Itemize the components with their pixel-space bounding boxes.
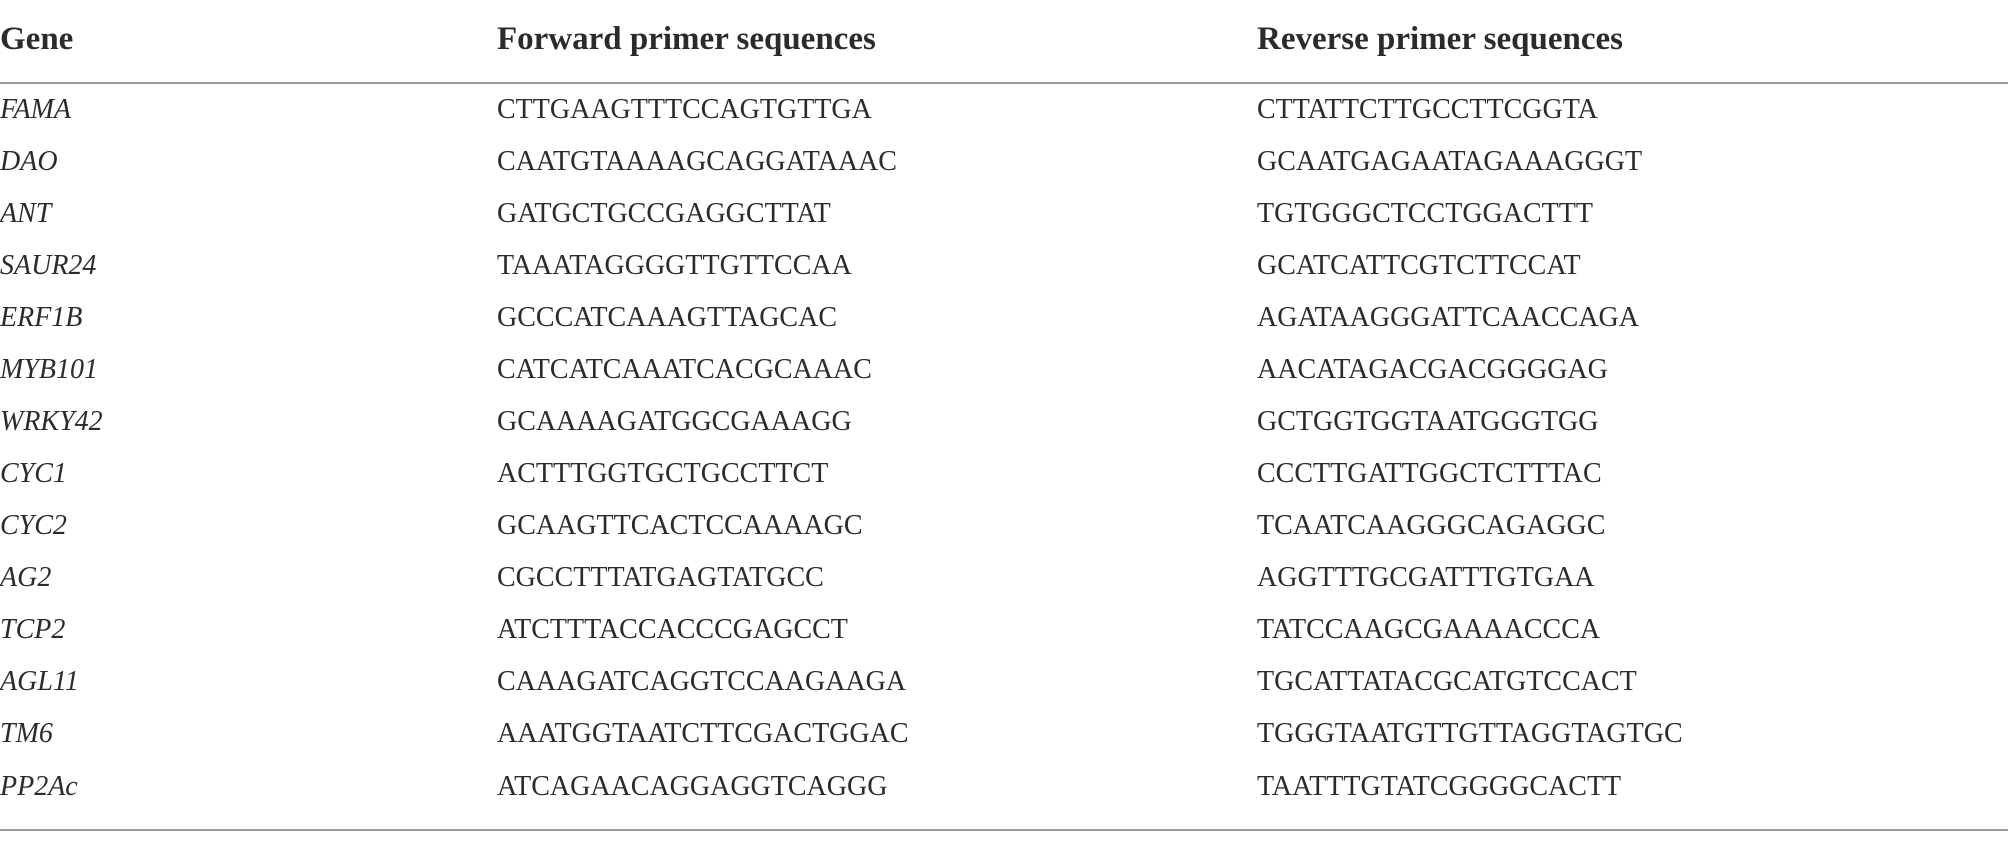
- forward-primer-cell: GCCCATCAAAGTTAGCAC: [497, 302, 838, 333]
- forward-primer-cell: TAAATAGGGGTTGTTCCAA: [497, 250, 852, 281]
- table-row: FAMA CTTGAAGTTTCCAGTGTTGA CTTATTCTTGCCTTCG…: [0, 83, 2008, 136]
- primer-table: Gene Forward primer sequences Reverse pr…: [0, 0, 2008, 814]
- gene-cell: WRKY42: [0, 406, 103, 437]
- reverse-primer-cell: AGATAAGGGATTCAACCAGA: [1257, 302, 1639, 333]
- gene-cell: TCP2: [0, 614, 66, 645]
- gene-cell: SAUR24: [0, 250, 97, 281]
- table-row: TCP2 ATCTTTACCACCCGAGCCT TATCCAAGCGAAAACCC…: [0, 604, 2008, 656]
- table-row: WRKY42 GCAAAAGATGGCGAAAGG GCTGGTGGTAATGGGT…: [0, 396, 2008, 448]
- reverse-primer-cell: GCATCATTCGTCTTCCAT: [1257, 250, 1581, 281]
- table-bottom-rule: [0, 829, 2008, 831]
- reverse-primer-cell: TGTGGGCTCCTGGACTTT: [1257, 198, 1593, 229]
- forward-primer-cell: CATCATCAAATCACGCAAAC: [497, 354, 872, 385]
- table-row: ERF1B GCCCATCAAAGTTAGCAC AGATAAGGGATTCAACC…: [0, 292, 2008, 344]
- header-forward-primer: Forward primer sequences: [497, 0, 1257, 84]
- header-reverse-primer: Reverse primer sequences: [1257, 0, 2008, 84]
- gene-cell: MYB101: [0, 354, 98, 385]
- reverse-primer-cell: TGCATTATACGCATGTCCACT: [1257, 666, 1637, 697]
- reverse-primer-cell: AACATAGACGACGGGGAG: [1257, 354, 1608, 385]
- forward-primer-cell: CAATGTAAAAGCAGGATAAAC: [497, 146, 897, 177]
- forward-primer-cell: GCAAAAGATGGCGAAAGG: [497, 406, 852, 437]
- reverse-primer-cell: TCAATCAAGGGCAGAGGC: [1257, 510, 1606, 541]
- reverse-primer-cell: TGGGTAATGTTGTTAGGTAGTGC: [1257, 718, 1683, 749]
- gene-cell: ERF1B: [0, 302, 83, 333]
- table-row: CYC1 ACTTTGGTGCTGCCTTCT CCCTTGATTGGCTCTTTA…: [0, 448, 2008, 500]
- gene-cell: CYC1: [0, 458, 67, 489]
- table-header: Gene Forward primer sequences Reverse pr…: [0, 0, 2008, 84]
- gene-cell: ANT: [0, 198, 52, 229]
- forward-primer-cell: GCAAGTTCACTCCAAAAGC: [497, 510, 863, 541]
- reverse-primer-cell: GCAATGAGAATAGAAAGGGT: [1257, 146, 1643, 177]
- gene-cell: FAMA: [0, 94, 72, 125]
- table-row: DAO CAATGTAAAAGCAGGATAAAC GCAATGAGAATAGAAA…: [0, 136, 2008, 188]
- table-body: FAMA CTTGAAGTTTCCAGTGTTGA CTTATTCTTGCCTTCG…: [0, 83, 2008, 814]
- reverse-primer-cell: CCCTTGATTGGCTCTTTAC: [1257, 458, 1602, 489]
- forward-primer-cell: ACTTTGGTGCTGCCTTCT: [497, 458, 829, 489]
- reverse-primer-cell: TATCCAAGCGAAAACCCA: [1257, 614, 1601, 645]
- reverse-primer-cell: AGGTTTGCGATTTGTGAA: [1257, 562, 1595, 593]
- forward-primer-cell: CTTGAAGTTTCCAGTGTTGA: [497, 94, 872, 125]
- gene-cell: TM6: [0, 718, 53, 749]
- table-row: PP2Ac ATCAGAACAGGAGGTCAGGG TAATTTGTATCGGGG…: [0, 760, 2008, 814]
- gene-cell: PP2Ac: [0, 771, 78, 802]
- header-gene: Gene: [0, 0, 497, 84]
- gene-cell: AG2: [0, 562, 52, 593]
- table-row: AGL11 CAAAGATCAGGTCCAAGAAGA TGCATTATACGCAT…: [0, 656, 2008, 708]
- table-row: MYB101 CATCATCAAATCACGCAAAC AACATAGACGACGG…: [0, 344, 2008, 396]
- reverse-primer-cell: TAATTTGTATCGGGGCACTT: [1257, 771, 1622, 802]
- gene-cell: AGL11: [0, 666, 79, 697]
- forward-primer-cell: CGCCTTTATGAGTATGCC: [497, 562, 824, 593]
- table-row: CYC2 GCAAGTTCACTCCAAAAGC TCAATCAAGGGCAGAGG…: [0, 500, 2008, 552]
- reverse-primer-cell: CTTATTCTTGCCTTCGGTA: [1257, 94, 1598, 125]
- forward-primer-cell: GATGCTGCCGAGGCTTAT: [497, 198, 831, 229]
- forward-primer-cell: AAATGGTAATCTTCGACTGGAC: [497, 718, 909, 749]
- table-row: SAUR24 TAAATAGGGGTTGTTCCAA GCATCATTCGTCTTC…: [0, 240, 2008, 292]
- forward-primer-cell: ATCTTTACCACCCGAGCCT: [497, 614, 848, 645]
- table-row: TM6 AAATGGTAATCTTCGACTGGAC TGGGTAATGTTGTTA…: [0, 708, 2008, 760]
- forward-primer-cell: ATCAGAACAGGAGGTCAGGG: [497, 771, 888, 802]
- header-row: Gene Forward primer sequences Reverse pr…: [0, 0, 2008, 84]
- table-row: ANT GATGCTGCCGAGGCTTAT TGTGGGCTCCTGGACTTT: [0, 188, 2008, 240]
- reverse-primer-cell: GCTGGTGGTAATGGGTGG: [1257, 406, 1599, 437]
- table-row: AG2 CGCCTTTATGAGTATGCC AGGTTTGCGATTTGTGAA: [0, 552, 2008, 604]
- forward-primer-cell: CAAAGATCAGGTCCAAGAAGA: [497, 666, 907, 697]
- gene-cell: DAO: [0, 146, 58, 177]
- gene-cell: CYC2: [0, 510, 67, 541]
